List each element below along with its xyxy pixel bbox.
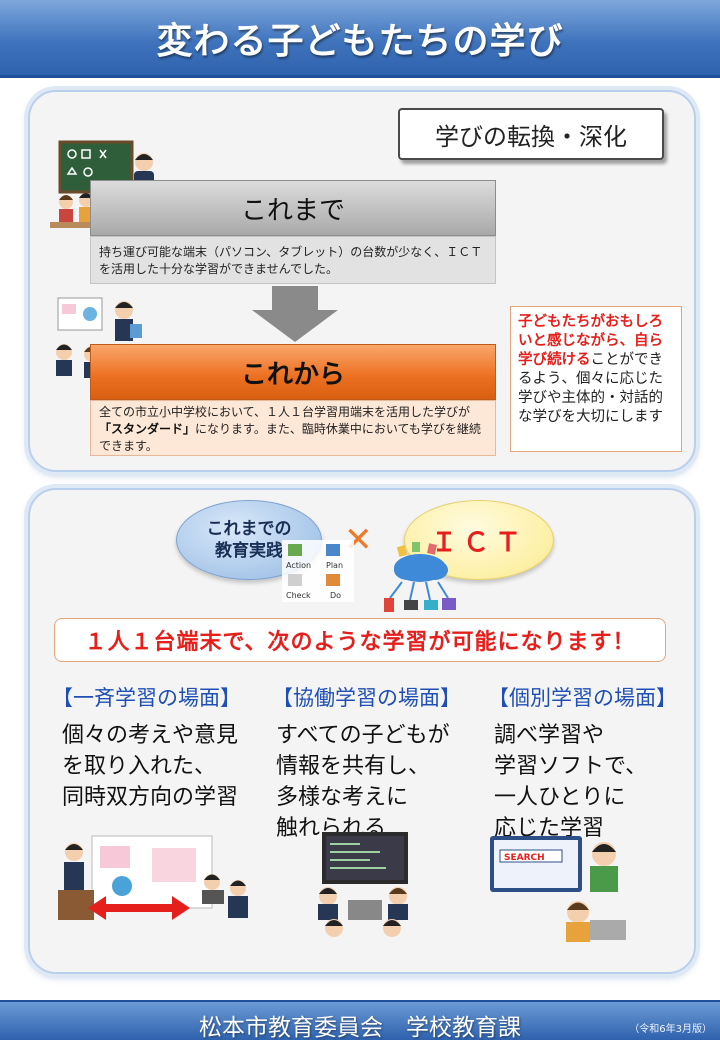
body-line: 個々の考えや意見	[62, 723, 239, 748]
policy-box: 子どもたちがおもしろいと感じながら、自ら学び続けることができるよう、個々に応じた…	[510, 306, 682, 452]
whole-class-illustration	[58, 835, 248, 920]
body-line: を取り入れた、	[62, 754, 217, 779]
pdca-do: Do	[330, 591, 341, 600]
body-line: 同時双方向の学習	[62, 785, 239, 810]
policy-highlight: 子どもたちがおもしろいと感じながら、自ら学び続ける	[518, 314, 663, 368]
down-arrow-icon	[252, 286, 338, 342]
headline-banner: １人１台端末で、次のような学習が可能になります！	[54, 618, 666, 662]
practice-line-1: これまでの	[206, 519, 292, 539]
transformation-tag: 学びの転換・深化	[398, 108, 664, 160]
cloud-devices-icon	[384, 542, 456, 612]
body-line: すべての子どもが	[276, 723, 450, 748]
after-label: これから	[90, 344, 496, 400]
pdca-action: Action	[286, 561, 311, 570]
policy-text: ことができるよう、個々に応じた学びや主体的・対話的な学びを大切にします	[518, 352, 663, 425]
before-note: 持ち運び可能な端末（パソコン、タブレット）の台数が少なく、ＩＣＴを活用した十分な…	[90, 236, 496, 284]
after-note: 全ての市立小中学校において、１人１台学習用端末を活用した学びが「スタンダード」に…	[90, 400, 496, 456]
practice-line-2: 教育実践	[215, 541, 283, 561]
footer-org: 松本市教育委員会 学校教育課	[199, 1015, 521, 1040]
column-body-collaborative: すべての子どもが 情報を共有し、 多様な考えに 触れられる	[276, 720, 450, 844]
column-title-whole-class: 【一斉学習の場面】	[52, 686, 241, 710]
before-label: これまで	[90, 180, 496, 236]
pdca-plan: Plan	[326, 561, 343, 570]
column-body-individual: 調べ学習や 学習ソフトで、 一人ひとりに 応じた学習	[494, 720, 647, 844]
after-note-text-2: になります。また、臨時休業中においても学びを継続できます。	[99, 422, 481, 453]
footer-date: （令和6年3月版）	[629, 1024, 712, 1035]
individual-learning-illustration: SEARCH	[490, 836, 626, 942]
body-line: 一人ひとりに	[494, 785, 626, 810]
page-title: 変わる子どもたちの学び	[156, 20, 564, 62]
after-note-text-1: 全ての市立小中学校において、１人１台学習用端末を活用した学びが	[99, 405, 471, 419]
column-title-collaborative: 【協働学習の場面】	[272, 686, 461, 710]
body-line: 情報を共有し、	[276, 754, 431, 779]
search-word: SEARCH	[504, 853, 545, 863]
header-banner: 変わる子どもたちの学び	[0, 0, 720, 78]
pdca-cycle-icon: Action Plan Check Do	[282, 540, 354, 602]
body-line: 学習ソフトで、	[494, 754, 648, 779]
pdca-check: Check	[286, 591, 311, 600]
column-body-whole-class: 個々の考えや意見 を取り入れた、 同時双方向の学習	[62, 720, 238, 813]
collaborative-illustration	[318, 832, 408, 937]
after-note-standard: 「スタンダード」	[99, 422, 196, 436]
column-title-individual: 【個別学習の場面】	[488, 686, 677, 710]
body-line: 多様な考えに	[276, 785, 409, 810]
body-line: 調べ学習や	[494, 723, 605, 748]
footer-banner: 松本市教育委員会 学校教育課 （令和6年3月版）	[0, 1000, 720, 1040]
